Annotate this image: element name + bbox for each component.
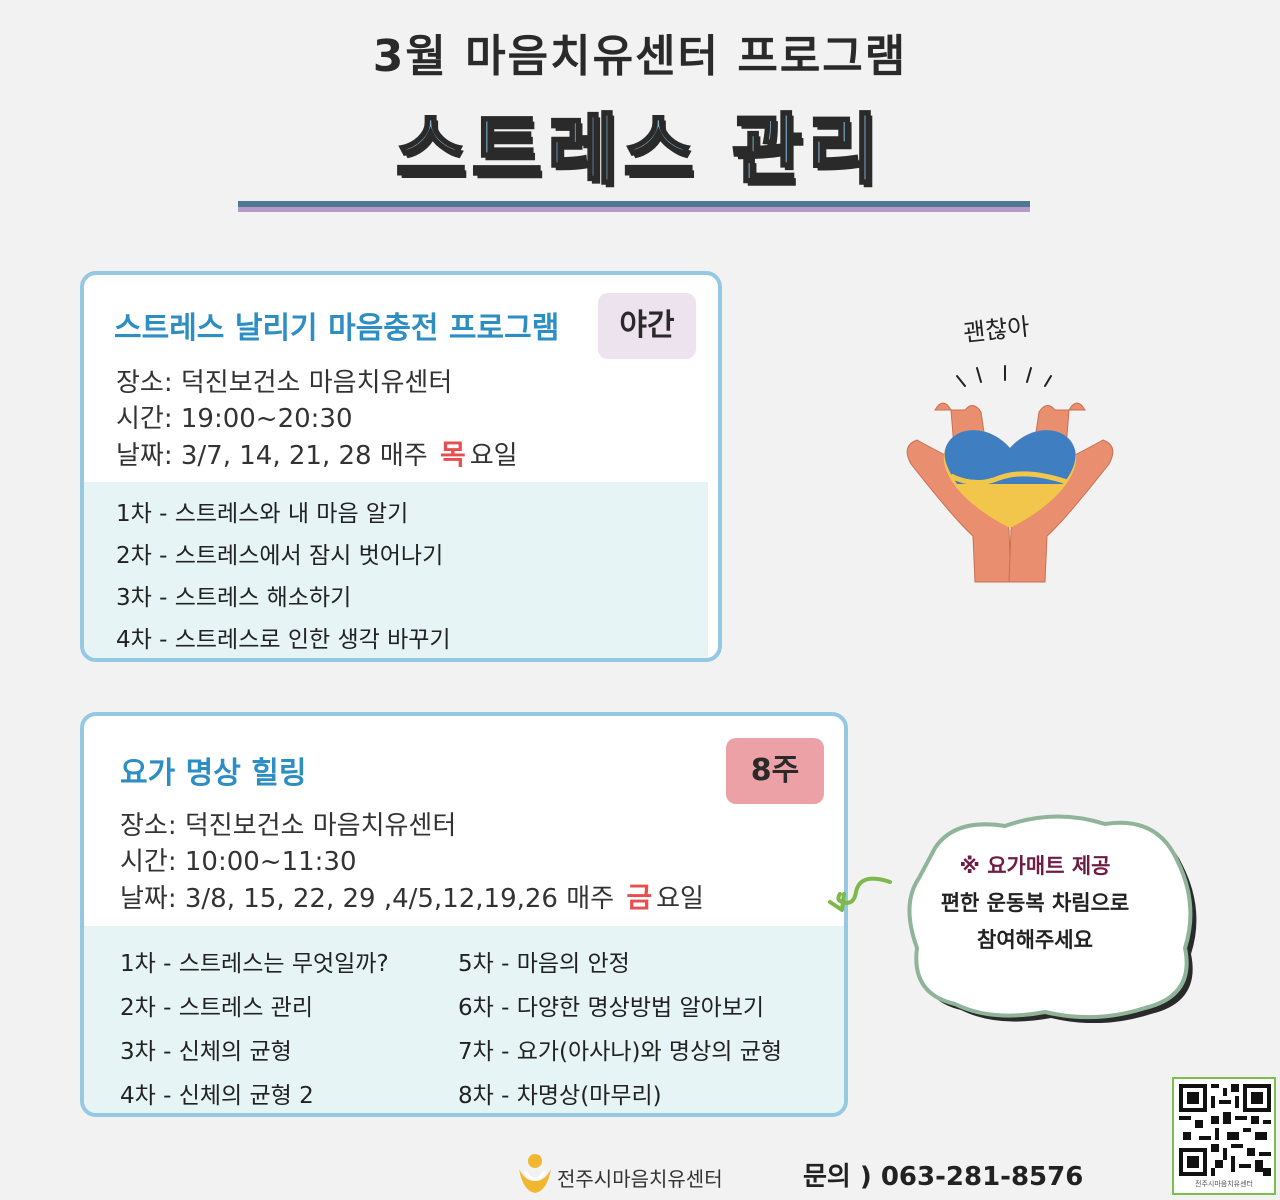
qr-caption: 전주시마음치유센터 <box>1195 1180 1253 1188</box>
list-item: 7차 - 요가(아사나)와 명상의 균형 <box>458 1039 783 1065</box>
time-label: 시간: <box>120 847 177 877</box>
list-item: 2차 - 스트레스에서 잠시 벗어나기 <box>116 543 444 569</box>
program-info: 장소: 덕진보건소 마음치유센터 시간: 19:00~20:30 날짜: 3/7… <box>116 365 518 474</box>
program-title: 스트레스 날리기 마음충전 프로그램 <box>114 311 560 346</box>
qr-code-icon <box>1179 1084 1271 1176</box>
weekday-highlight: 목 <box>439 438 466 471</box>
date-value: 3/8, 15, 22, 29 ,4/5,12,19,26 매주 <box>184 884 615 914</box>
badge-night: 야간 <box>598 293 696 359</box>
curly-arrow-icon <box>828 876 892 912</box>
session-list: 1차 - 스트레스와 내 마음 알기 2차 - 스트레스에서 잠시 벗어나기 3… <box>84 482 708 658</box>
page-title: 스트레스 관리 <box>395 104 884 196</box>
bubble-text: ※ 요가매트 제공 편한 운동복 차림으로 참여해주세요 <box>900 848 1170 959</box>
list-item: 4차 - 신체의 균형 2 <box>120 1083 314 1109</box>
time-value: 10:00~11:30 <box>184 847 357 877</box>
list-item: 4차 - 스트레스로 인한 생각 바꾸기 <box>116 627 451 653</box>
date-label: 날짜: <box>120 884 177 914</box>
bubble-line-2: 참여해주세요 <box>977 928 1093 952</box>
list-item: 3차 - 신체의 균형 <box>120 1039 292 1065</box>
program-title: 요가 명상 힐링 <box>120 756 307 791</box>
hands-holding-heart-icon: 괜찮아 <box>895 300 1125 590</box>
time-value: 19:00~20:30 <box>180 404 353 434</box>
place-value: 덕진보건소 마음치유센터 <box>180 368 453 398</box>
place-label: 장소: <box>120 811 177 841</box>
weekday-highlight: 금 <box>626 881 653 914</box>
bubble-line-1: 편한 운동복 차림으로 <box>940 891 1130 915</box>
list-item: 6차 - 다양한 명상방법 알아보기 <box>458 995 765 1021</box>
badge-weeks: 8주 <box>726 738 824 804</box>
weekday-suffix: 요일 <box>469 441 518 471</box>
title-divider-accent <box>238 207 1030 212</box>
yoga-mat-note: ※ 요가매트 제공 <box>959 854 1111 878</box>
list-item: 2차 - 스트레스 관리 <box>120 995 313 1021</box>
date-value: 3/7, 14, 21, 28 매주 <box>180 441 428 471</box>
list-item: 1차 - 스트레스는 무엇일까? <box>120 951 389 977</box>
place-label: 장소: <box>116 368 173 398</box>
program-info: 장소: 덕진보건소 마음치유센터 시간: 10:00~11:30 날짜: 3/8… <box>120 808 704 917</box>
title-divider <box>238 201 1030 207</box>
weekday-suffix: 요일 <box>656 884 704 914</box>
list-item: 1차 - 스트레스와 내 마음 알기 <box>116 501 409 527</box>
page-subtitle: 3월 마음치유센터 프로그램 <box>372 31 908 82</box>
list-item: 8차 - 차명상(마무리) <box>458 1083 662 1109</box>
program-card-yoga-meditation: 요가 명상 힐링 8주 장소: 덕진보건소 마음치유센터 시간: 10:00~1… <box>80 712 848 1117</box>
program-card-stress-recharge: 스트레스 날리기 마음충전 프로그램 야간 장소: 덕진보건소 마음치유센터 시… <box>80 271 722 662</box>
center-logo-icon <box>519 1154 551 1193</box>
list-item: 5차 - 마음의 안정 <box>458 951 630 977</box>
place-value: 덕진보건소 마음치유센터 <box>184 811 457 841</box>
time-label: 시간: <box>116 404 173 434</box>
speech-bubble <box>907 814 1197 1023</box>
footer-contact: 문의 ) 063-281-8576 <box>803 1162 1084 1192</box>
footer-org-name: 전주시마음치유센터 <box>557 1167 723 1191</box>
session-list: 1차 - 스트레스는 무엇일까? 2차 - 스트레스 관리 3차 - 신체의 균… <box>84 926 844 1113</box>
date-label: 날짜: <box>116 441 173 471</box>
qr-code[interactable]: 전주시마음치유센터 <box>1172 1077 1276 1195</box>
list-item: 3차 - 스트레스 해소하기 <box>116 585 352 611</box>
